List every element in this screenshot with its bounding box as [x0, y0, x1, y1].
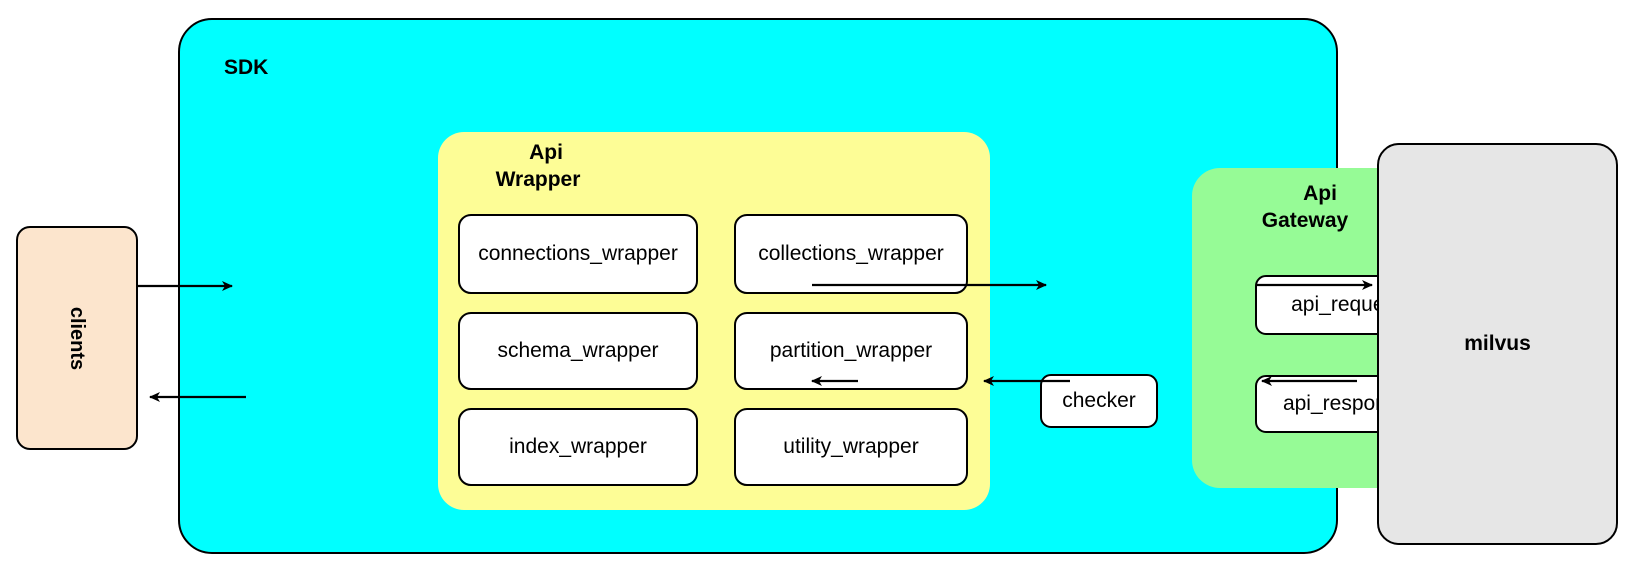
- checker-node[interactable]: checker: [1040, 374, 1158, 428]
- api-wrapper-label: Api Wrapper: [458, 140, 618, 194]
- milvus-node[interactable]: milvus: [1377, 143, 1618, 545]
- module-collections-wrapper[interactable]: collections_wrapper: [734, 214, 968, 294]
- api-gateway-label: Api Gateway: [1210, 180, 1400, 235]
- api-wrapper-container[interactable]: Api Wrapper connections_wrapper collecti…: [438, 132, 990, 510]
- clients-label: clients: [66, 306, 89, 370]
- module-index-wrapper[interactable]: index_wrapper: [458, 408, 698, 486]
- api-wrapper-label-line1: Api: [529, 141, 563, 164]
- module-schema-wrapper[interactable]: schema_wrapper: [458, 312, 698, 390]
- api-gateway-label-line1: Api: [1303, 182, 1337, 205]
- api-gateway-label-line2: Gateway: [1261, 209, 1349, 233]
- milvus-label: milvus: [1464, 332, 1531, 355]
- module-utility-wrapper[interactable]: utility_wrapper: [734, 408, 968, 486]
- sdk-label: SDK: [224, 56, 269, 79]
- checker-label: checker: [1062, 389, 1136, 412]
- clients-node[interactable]: clients: [16, 226, 138, 450]
- module-connections-wrapper[interactable]: connections_wrapper: [458, 214, 698, 294]
- api-wrapper-label-line2: Wrapper: [495, 167, 581, 191]
- sdk-container[interactable]: SDK Api Wrapper connections_wrapper coll…: [178, 18, 1437, 554]
- module-partition-wrapper[interactable]: partition_wrapper: [734, 312, 968, 390]
